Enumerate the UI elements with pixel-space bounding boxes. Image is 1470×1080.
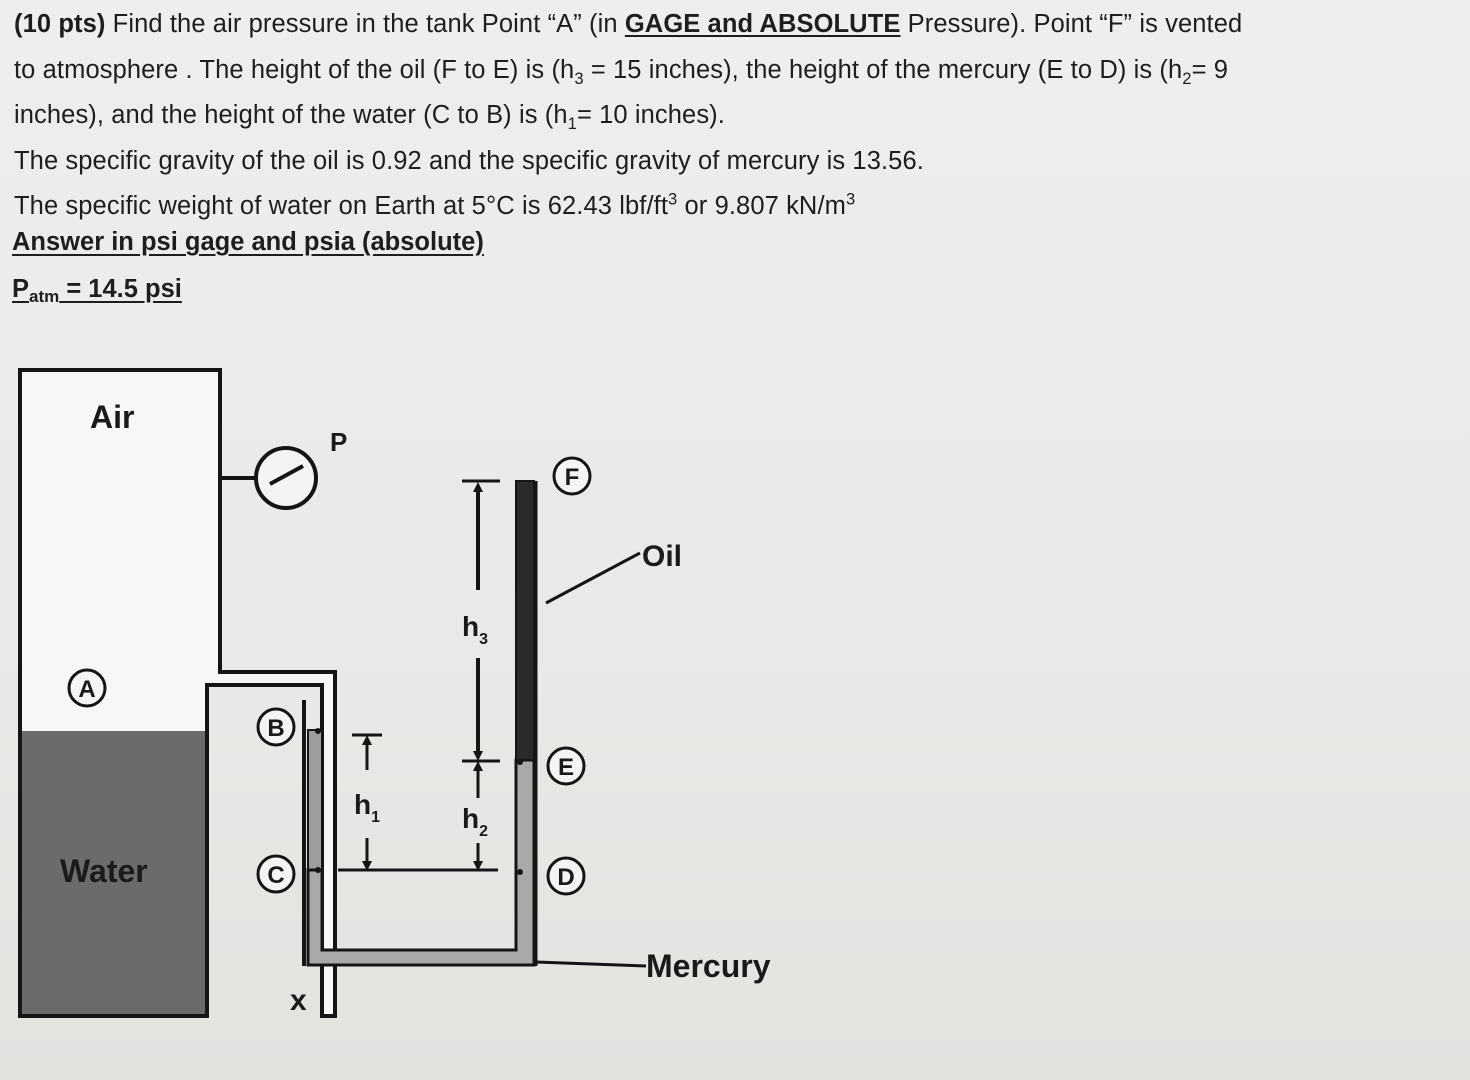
- pressure-gauge-icon: [254, 446, 318, 510]
- svg-text:D: D: [557, 864, 574, 891]
- patm-value: = 14.5 psi: [59, 275, 182, 303]
- answer-heading: Answer in psi gage and psia (absolute): [12, 228, 484, 256]
- water-label: Water: [60, 853, 148, 889]
- problem-line-4: The specific gravity of the oil is 0.92 …: [14, 146, 924, 175]
- atmospheric-pressure: Patm = 14.5 psi: [12, 275, 182, 306]
- problem-text: The specific weight of water on Earth at…: [14, 192, 669, 220]
- point-b-dot: [315, 728, 321, 734]
- problem-text: = 15 inches), the height of the mercury …: [583, 55, 1183, 84]
- oil-column: [515, 480, 535, 761]
- h3-label: h3: [462, 611, 488, 648]
- problem-text: = 9: [1191, 55, 1229, 84]
- gage-absolute-emphasis: GAGE and ABSOLUTE: [624, 10, 901, 38]
- problem-line-5: The specific weight of water on Earth at…: [14, 184, 1454, 230]
- svg-text:F: F: [565, 464, 580, 491]
- gauge-label: P: [330, 427, 347, 457]
- point-a-marker: A: [67, 668, 107, 708]
- point-c-marker: C: [256, 854, 296, 894]
- gauge-needle: [269, 464, 304, 486]
- h2-dimension: h2: [462, 759, 500, 871]
- air-label: Air: [90, 399, 134, 435]
- mercury-label: Mercury: [646, 948, 771, 984]
- patm-subscript: atm: [29, 287, 60, 306]
- oil-leader-line: [545, 551, 641, 605]
- problem-statement: (10 pts) Find the air pressure in the ta…: [14, 2, 1454, 230]
- problem-text: = 10 inches).: [576, 101, 725, 129]
- point-d-marker: D: [546, 856, 586, 896]
- u-tube-mercury: [306, 758, 536, 967]
- h1-label: h1: [354, 789, 380, 826]
- problem-text: inches), and the height of the water (C …: [14, 101, 568, 129]
- subscript: 1: [567, 114, 577, 134]
- point-b-marker: B: [256, 707, 296, 747]
- problem-line-1: (10 pts) Find the air pressure in the ta…: [14, 2, 1454, 48]
- point-e-marker: E: [546, 746, 586, 786]
- problem-text: to atmosphere . The height of the oil (F…: [14, 55, 575, 84]
- problem-text: or 9.807 kN/m: [677, 192, 846, 220]
- point-c-dot: [315, 867, 321, 873]
- h2-label: h2: [462, 803, 488, 840]
- point-e-dot: [517, 759, 523, 765]
- svg-text:C: C: [267, 862, 284, 889]
- superscript: 3: [845, 189, 856, 209]
- subscript: 2: [1182, 68, 1192, 88]
- svg-text:E: E: [558, 754, 574, 781]
- h3-dimension: h3: [462, 479, 500, 761]
- x-label: x: [290, 984, 307, 1017]
- point-f-marker: F: [552, 456, 592, 496]
- point-d-dot: [517, 869, 523, 875]
- svg-text:B: B: [267, 715, 284, 742]
- problem-text: Find the air pressure in the tank Point …: [105, 10, 625, 38]
- problem-line-2: to atmosphere . The height of the oil (F…: [14, 48, 1454, 94]
- tank-water: [22, 731, 205, 1014]
- oil-label: Oil: [642, 540, 682, 573]
- superscript: 3: [668, 189, 678, 209]
- svg-text:A: A: [78, 676, 95, 703]
- u-tube-water-column: [307, 729, 323, 871]
- subscript: 3: [574, 68, 584, 88]
- problem-line-3: inches), and the height of the water (C …: [14, 93, 1454, 139]
- patm-symbol: P: [12, 275, 30, 303]
- mercury-leader-line: [535, 960, 647, 968]
- h1-dimension: h1: [352, 733, 382, 871]
- problem-text: Pressure). Point “F” is vented: [900, 10, 1243, 38]
- points-label: (10 pts): [14, 10, 106, 38]
